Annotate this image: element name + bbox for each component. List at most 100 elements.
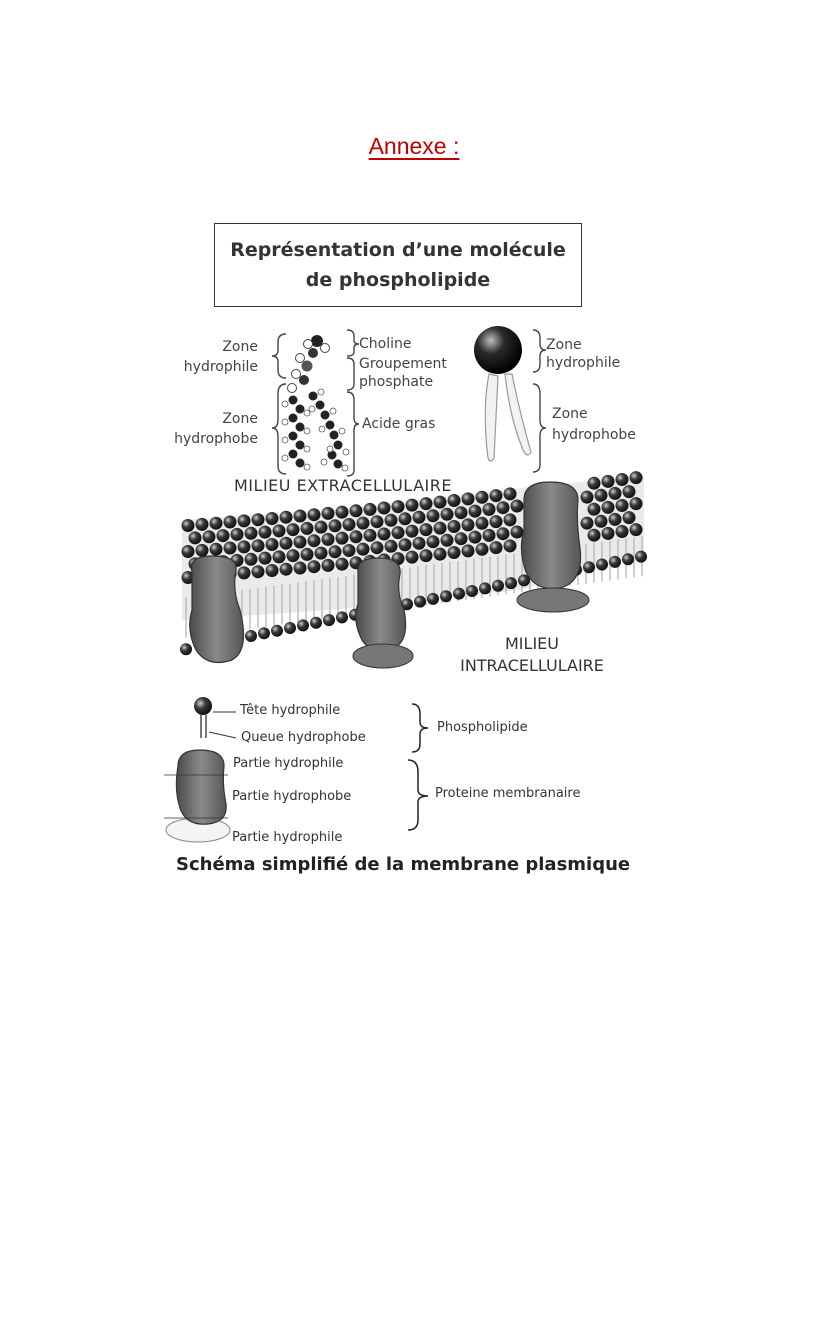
lipid-head-icon xyxy=(328,519,342,533)
lipid-head-icon xyxy=(601,500,615,514)
lipid-head-icon xyxy=(398,512,412,526)
lipid-head-icon xyxy=(356,516,370,530)
lipid-head-icon xyxy=(356,542,370,556)
lipid-head-icon xyxy=(181,545,195,558)
membrane-illustration xyxy=(180,471,647,669)
lipid-head-icon xyxy=(615,525,629,538)
lipid-head-icon xyxy=(466,585,478,597)
lipid-head-icon xyxy=(622,511,636,525)
lipid-head-icon xyxy=(188,531,202,545)
lipid-head-icon xyxy=(447,520,461,533)
zone-hydrophile-left-label: Zone hydrophile xyxy=(183,339,258,375)
lipid-head-icon xyxy=(335,505,349,519)
lipid-head-icon xyxy=(181,519,195,532)
lipid-head-icon xyxy=(391,500,405,514)
lipid-head-icon xyxy=(479,582,491,595)
lipid-head-icon xyxy=(245,630,257,642)
lipid-head-icon xyxy=(244,552,258,566)
lipid-head-icon xyxy=(622,553,634,566)
legend-graphics xyxy=(164,697,429,843)
lipid-head-icon xyxy=(433,495,447,509)
lipid-head-icon xyxy=(297,619,309,632)
lipid-head-icon xyxy=(244,526,258,540)
lipid-head-icon xyxy=(284,622,296,634)
lipid-head-icon xyxy=(503,487,517,501)
lipid-head-icon xyxy=(314,520,328,534)
lipid-head-icon xyxy=(398,538,412,552)
lipid-head-icon xyxy=(384,513,398,527)
lipid-head-icon xyxy=(405,498,419,512)
lipid-head-icon xyxy=(180,643,192,656)
lipid-head-icon xyxy=(321,558,335,572)
legend-queue-hydrophobe: Queue hydrophobe xyxy=(241,730,366,745)
membrane-protein-middle xyxy=(352,557,414,669)
lipid-head-icon xyxy=(419,497,433,511)
legend-partie-hydrophile-bottom: Partie hydrophile xyxy=(232,830,343,845)
legend-partie-hydrophobe: Partie hydrophobe xyxy=(232,789,352,804)
lipid-head-icon xyxy=(377,501,391,515)
lipid-head-icon xyxy=(601,474,615,488)
lipid-head-icon xyxy=(258,525,272,539)
lipid-head-icon xyxy=(580,516,594,530)
lipid-head-icon xyxy=(615,499,629,512)
lipid-head-icon xyxy=(454,532,468,546)
lipid-head-icon xyxy=(251,539,265,553)
lipid-head-icon xyxy=(468,504,482,518)
lipid-head-icon xyxy=(310,616,322,629)
choline-label: Choline xyxy=(359,336,412,352)
figure-caption: Schéma simplifié de la membrane plasmiqu… xyxy=(176,854,631,875)
lipid-head-icon xyxy=(503,539,517,553)
lipid-head-icon xyxy=(447,546,461,559)
extracellular-label: MILIEU EXTRACELLULAIRE xyxy=(234,476,452,495)
lipid-head-icon xyxy=(412,510,426,524)
molecular-model xyxy=(271,329,360,477)
lipid-head-icon xyxy=(265,512,279,525)
lipid-head-icon xyxy=(300,547,314,561)
lipid-head-icon xyxy=(335,531,349,545)
simplified-molecule xyxy=(474,326,547,473)
lipid-head-icon xyxy=(580,490,594,504)
lipid-head-icon xyxy=(419,549,433,563)
zone-hydrophobe-left-label: Zone hydrophobe xyxy=(174,411,258,447)
lipid-head-icon xyxy=(237,566,251,580)
lipid-head-icon xyxy=(475,490,489,504)
lipid-head-icon xyxy=(195,517,209,531)
lipid-head-icon xyxy=(419,523,433,537)
lipid-head-icon xyxy=(510,525,524,539)
molecule-atoms xyxy=(281,335,350,472)
lipid-head-icon xyxy=(323,614,335,627)
lipid-head-icon xyxy=(258,551,272,565)
lipid-head-icon xyxy=(461,544,475,558)
lipid-head-icon xyxy=(454,506,468,520)
membrane-protein-left xyxy=(189,555,245,663)
lipid-head-icon xyxy=(475,542,489,556)
lipid-head-icon xyxy=(391,526,405,540)
lipid-head-icon xyxy=(440,590,452,603)
lipid-head-icon xyxy=(594,514,608,528)
lipid-head-icon xyxy=(321,532,335,546)
legend-proteine-membranaire: Proteine membranaire xyxy=(435,786,581,801)
lipid-head-icon xyxy=(384,539,398,553)
lipid-head-icon xyxy=(223,515,237,529)
lipid-head-icon xyxy=(518,574,530,587)
lipid-head-icon xyxy=(401,598,413,611)
groupement-phosphate-label: Groupement phosphate xyxy=(359,356,447,390)
lipid-head-icon xyxy=(608,512,622,526)
lipid-head-icon xyxy=(237,514,251,528)
lipid-head-icon xyxy=(286,523,300,537)
lipid-head-icon xyxy=(251,513,265,527)
lipid-head-icon xyxy=(594,488,608,502)
lipid-head-icon xyxy=(307,508,321,522)
lipid-head-icon xyxy=(314,546,328,560)
left-braces xyxy=(271,329,360,477)
lipid-head-icon xyxy=(335,557,349,571)
lipid-head-icon xyxy=(300,521,314,535)
lipid-head-icon xyxy=(468,530,482,544)
lipid-head-icon xyxy=(209,542,223,556)
lipid-head-icon xyxy=(349,504,363,518)
molecule-title-box: Représentation d’une molécule de phospho… xyxy=(214,223,582,307)
lipid-head-icon xyxy=(258,627,270,640)
lipid-head-icon xyxy=(370,515,384,529)
lipid-head-icon xyxy=(321,506,335,520)
lipid-head-icon xyxy=(216,529,230,543)
